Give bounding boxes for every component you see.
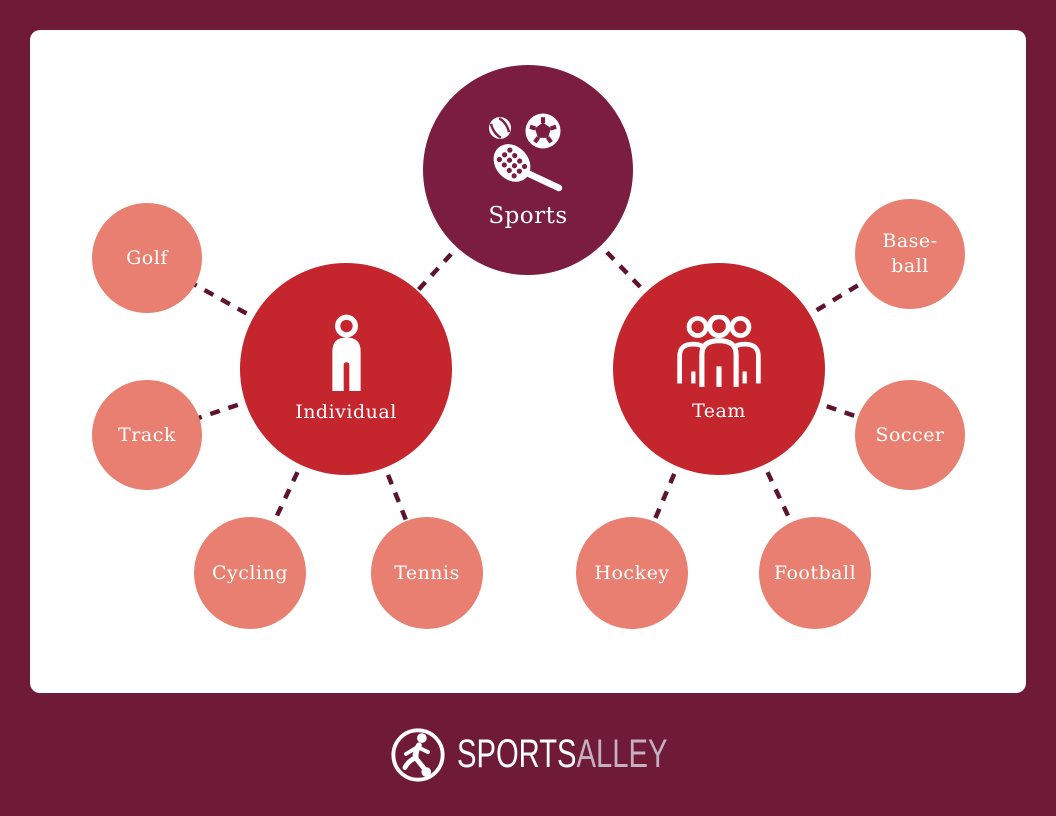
people-group-icon xyxy=(677,314,761,387)
node-baseball: Base- ball xyxy=(855,199,965,309)
node-golf: Golf xyxy=(92,203,202,313)
node-soccer-label: Soccer xyxy=(875,423,945,446)
node-track-label: Track xyxy=(118,423,176,446)
node-individual-label: Individual xyxy=(295,401,397,424)
node-baseball-label: Base- ball xyxy=(882,230,938,277)
node-football-label: Football xyxy=(773,561,857,584)
node-track: Track xyxy=(92,380,202,490)
node-team-label: Team xyxy=(692,399,746,422)
node-sports: Sports xyxy=(423,65,633,275)
node-individual: Individual xyxy=(240,263,452,475)
brand-secondary-text: ALLEY xyxy=(576,732,668,776)
footer-brand-bar: SPORTS ALLEY xyxy=(0,693,1056,816)
brand-wordmark: SPORTS ALLEY xyxy=(457,732,667,777)
node-sports-label: Sports xyxy=(488,203,568,230)
single-person-icon xyxy=(331,314,361,392)
node-team: Team xyxy=(613,263,825,475)
node-hockey-label: Hockey xyxy=(594,561,670,584)
node-soccer: Soccer xyxy=(855,380,965,490)
node-football: Football xyxy=(759,517,871,629)
node-tennis: Tennis xyxy=(371,517,483,629)
node-hockey: Hockey xyxy=(576,517,688,629)
node-cycling-label: Cycling xyxy=(212,561,288,584)
node-cycling: Cycling xyxy=(194,517,306,629)
sports-equipment-icon xyxy=(489,113,563,192)
node-tennis-label: Tennis xyxy=(394,561,460,584)
soccer-player-icon xyxy=(391,727,445,782)
node-golf-label: Golf xyxy=(126,246,168,269)
brand-primary-text: SPORTS xyxy=(456,732,577,776)
